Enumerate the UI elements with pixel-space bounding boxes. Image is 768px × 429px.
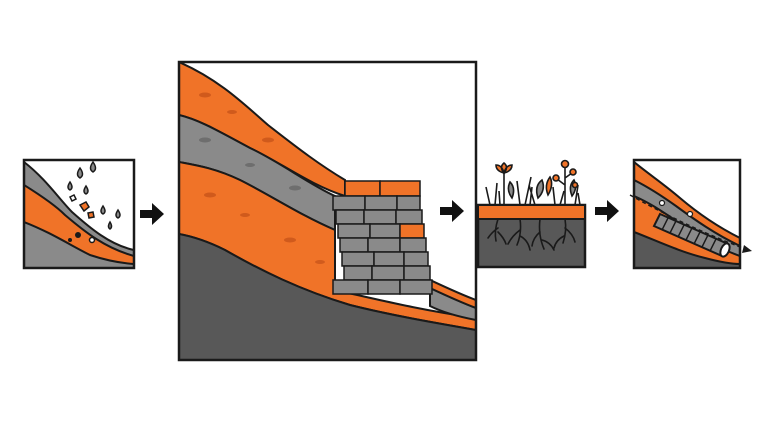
panel-drainage <box>629 158 752 270</box>
brick-wall <box>332 180 433 295</box>
water-flow-arrow <box>629 194 749 251</box>
drainage-pipe <box>652 212 731 258</box>
panel-retaining-wall <box>177 60 478 362</box>
panel-vegetation <box>476 159 587 269</box>
arrow-right-icon <box>440 200 464 222</box>
arrow-right-icon <box>140 203 164 225</box>
arrow-right-icon <box>595 200 619 222</box>
panel-eroding-slope <box>22 158 136 270</box>
rain-drops <box>67 160 121 230</box>
plant-roots <box>487 218 576 251</box>
plants <box>485 159 581 206</box>
debris-particles <box>68 193 95 219</box>
